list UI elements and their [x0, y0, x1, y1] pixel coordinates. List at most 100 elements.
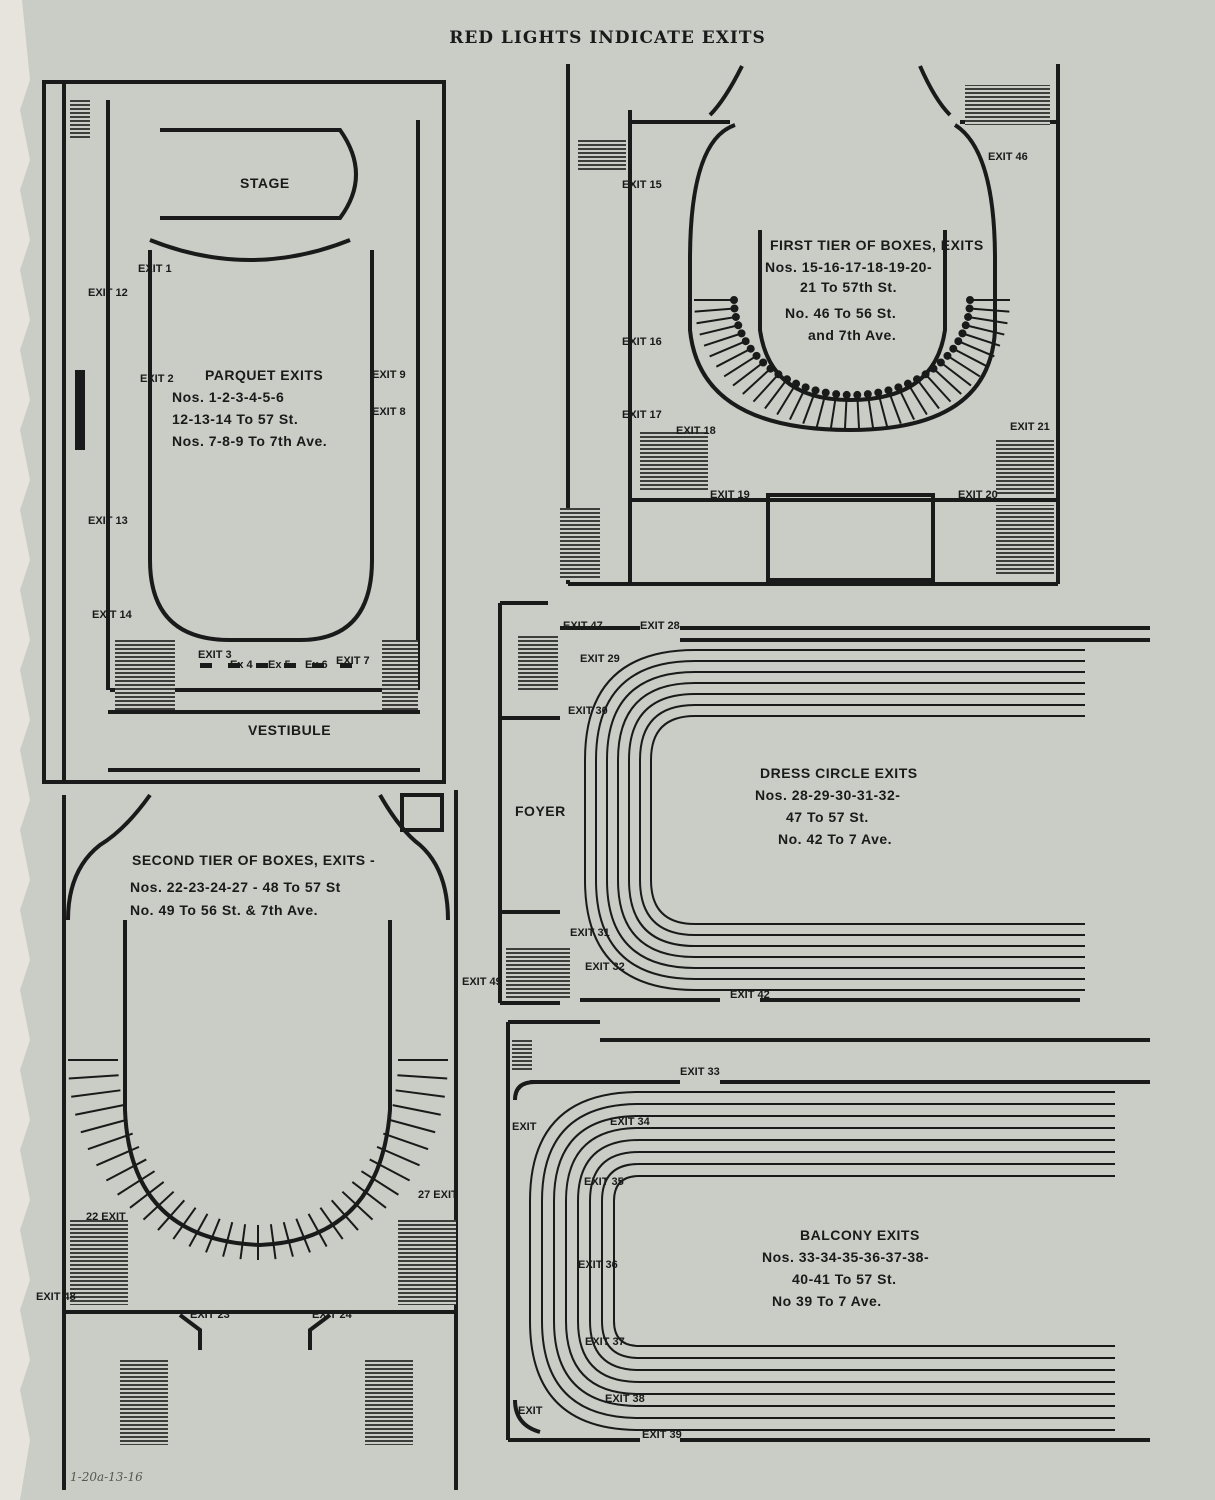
parquet-line: 12-13-14 To 57 St. — [172, 411, 298, 427]
box-seat — [792, 379, 801, 388]
box-seat — [961, 321, 970, 330]
box-seat — [782, 375, 791, 384]
exit-label: EXIT 21 — [1010, 421, 1050, 433]
box-partition — [856, 394, 861, 430]
exit-label: EXIT 1 — [138, 263, 172, 275]
box-seat — [766, 364, 775, 373]
box-seat — [958, 329, 967, 338]
first-tier-plan: FIRST TIER OF BOXES, EXITS Nos. 15-16-17… — [560, 64, 1060, 586]
box-partition — [723, 354, 758, 378]
box-seat — [863, 390, 872, 399]
exit-label: EXIT 16 — [622, 336, 662, 348]
exit-label: 27 EXIT — [418, 1189, 458, 1201]
balcony-line: No 39 To 7 Ave. — [772, 1293, 882, 1309]
box-seat — [921, 370, 930, 379]
exit-label: EXIT 49 — [462, 976, 502, 988]
box-partition — [957, 340, 995, 358]
box-seat — [842, 390, 851, 399]
exit-label: EXIT 9 — [372, 369, 406, 381]
seating-row-curve — [606, 671, 1085, 969]
exit-label: Ex 4 — [230, 659, 254, 671]
exit-label: EXIT 36 — [578, 1259, 618, 1271]
exit-label: EXIT 31 — [570, 927, 610, 939]
box-partition — [952, 347, 989, 368]
foyer-label: FOYER — [515, 803, 566, 819]
first-tier-line: 21 To 57th St. — [800, 279, 897, 295]
box-partition — [397, 1074, 448, 1080]
header-title: RED LIGHTS INDICATE EXITS — [449, 28, 766, 48]
box-partition — [829, 393, 838, 429]
second-tier-line: Nos. 22-23-24-27 - 48 To 57 St — [130, 879, 341, 895]
box-seat — [752, 351, 761, 360]
dress-circle-title: DRESS CIRCLE EXITS — [760, 765, 918, 781]
box-partition — [75, 1104, 124, 1116]
seating-row-curve — [565, 1127, 1115, 1395]
exit-label: EXIT 8 — [372, 406, 406, 418]
box-partition — [969, 307, 1010, 313]
box-partition — [694, 307, 735, 313]
box-partition — [962, 332, 1001, 347]
box-seat — [741, 337, 750, 346]
box-seat — [903, 379, 912, 388]
box-seat — [966, 296, 974, 304]
exit-label: EXIT 38 — [605, 1393, 645, 1405]
box-partition — [388, 1118, 436, 1134]
box-seat — [936, 358, 945, 367]
exit-label: EXIT 17 — [622, 409, 662, 421]
box-seat — [730, 296, 738, 304]
seating-row-curve — [577, 1139, 1115, 1383]
box-seat — [943, 351, 952, 360]
box-seat — [811, 386, 820, 395]
seating-row-curve — [595, 660, 1085, 980]
box-partition — [117, 1170, 156, 1196]
box-partition — [699, 324, 739, 336]
box-partition — [789, 386, 807, 420]
box-partition — [105, 1158, 147, 1182]
exit-label: EXIT 12 — [88, 287, 128, 299]
seating-row-curve — [613, 1175, 1115, 1347]
exit-label: Ex 5 — [268, 659, 291, 671]
exit-label: EXIT 30 — [568, 705, 608, 717]
box-partition — [295, 1218, 311, 1253]
box-partition — [68, 1074, 119, 1080]
box-partition — [709, 340, 747, 358]
box-partition — [351, 1181, 387, 1209]
stage-label: STAGE — [240, 175, 290, 191]
balcony-plan: BALCONY EXITS Nos. 33-34-35-36-37-38- 40… — [506, 1020, 1150, 1442]
seating-row-curve — [584, 649, 1085, 991]
parquet-line: Nos. 7-8-9 To 7th Ave. — [172, 433, 327, 449]
balcony-line: 40-41 To 57 St. — [792, 1271, 897, 1287]
box-partition — [307, 1213, 328, 1247]
box-partition — [940, 361, 972, 387]
exit-label: EXIT 15 — [622, 179, 662, 191]
exit-label: EXIT 39 — [642, 1429, 682, 1441]
box-partition — [742, 367, 772, 395]
box-partition — [897, 386, 915, 420]
box-partition — [80, 1118, 128, 1134]
box-partition — [764, 378, 788, 410]
exit-label: EXIT 3 — [198, 649, 232, 661]
exit-label: EXIT 47 — [563, 620, 603, 632]
torn-edge — [0, 0, 30, 1500]
exit-label: EXIT 24 — [312, 1309, 353, 1321]
box-partition — [205, 1218, 221, 1253]
box-seat — [954, 337, 963, 346]
seating-row-curve — [541, 1103, 1115, 1419]
box-seat — [965, 304, 974, 313]
second-tier-plan: SECOND TIER OF BOXES, EXITS - Nos. 22-23… — [36, 790, 502, 1490]
exit-label: EXIT 33 — [680, 1066, 720, 1078]
second-tier-title: SECOND TIER OF BOXES, EXITS - — [132, 852, 375, 868]
box-partition — [269, 1224, 277, 1260]
first-tier-line: No. 46 To 56 St. — [785, 305, 896, 321]
box-seat — [929, 364, 938, 373]
box-partition — [802, 390, 817, 424]
exit-label: EXIT 34 — [610, 1116, 651, 1128]
box-partition — [907, 383, 928, 416]
box-partition — [887, 390, 902, 424]
exit-label: EXIT 20 — [958, 489, 998, 501]
box-partition — [188, 1213, 209, 1247]
box-seat — [737, 329, 746, 338]
exit-label: EXIT 19 — [710, 489, 750, 501]
